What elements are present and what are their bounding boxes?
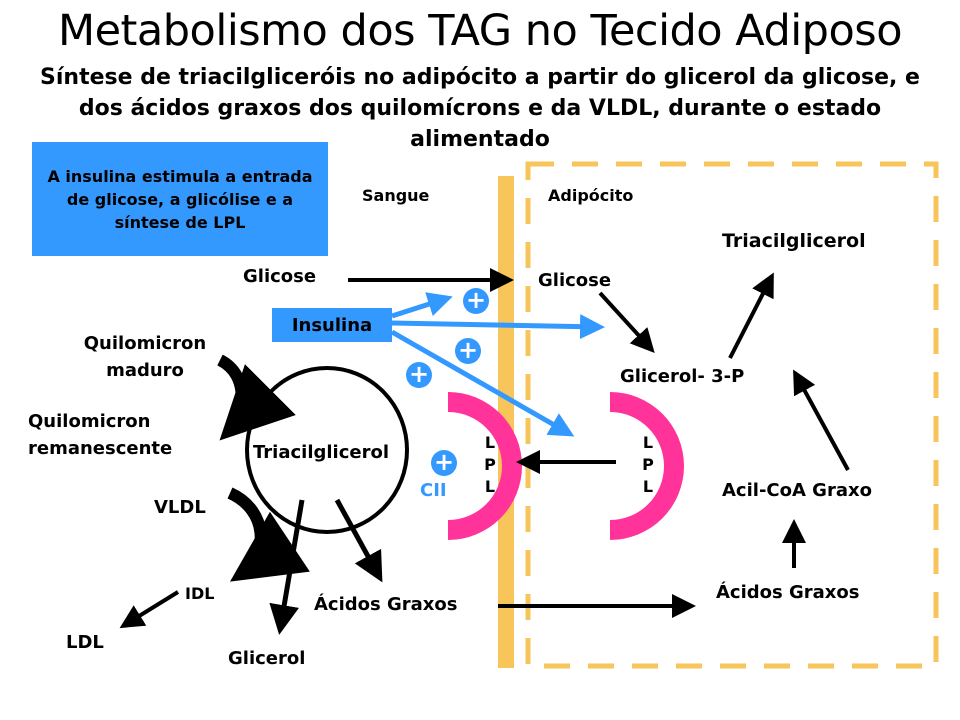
label-glicerol-3p: Glicerol- 3-P xyxy=(620,366,745,387)
lpl-letter: P xyxy=(484,455,496,474)
vldl-conversion-arrow xyxy=(227,487,310,582)
page-title: Metabolismo dos TAG no Tecido Adiposo xyxy=(58,6,903,56)
label-triacilglicerol-cell: Triacilglicerol xyxy=(722,230,866,252)
adipocyte-region xyxy=(525,161,939,669)
plus-sign-4: + xyxy=(431,450,457,476)
arrow-tag-to-glycerol xyxy=(269,499,305,635)
label-ldl: LDL xyxy=(66,632,104,653)
lpl-letter: L xyxy=(642,433,654,452)
lpl-crescent-adipocyte xyxy=(610,392,684,540)
plus-sign-1: + xyxy=(463,288,489,314)
label-line: Quilomicron xyxy=(28,411,151,432)
label-triacilglicerol-blood: Triacilglicerol xyxy=(253,442,390,463)
plus-sign-2: + xyxy=(455,338,481,364)
label-quilomicron-maduro: Quilomicron maduro xyxy=(60,330,230,384)
insulin-info-box: A insulina estimula a entrada de glicose… xyxy=(32,142,328,256)
lpl-crescent-blood xyxy=(448,392,522,540)
label-glicose-cell: Glicose xyxy=(538,270,612,291)
arrow-glucose-to-g3p xyxy=(598,291,655,353)
label-line: remanescente xyxy=(28,438,173,459)
label-sangue: Sangue xyxy=(362,186,430,205)
arrow-insulin-up xyxy=(391,292,453,319)
arrow-g3p-to-tag xyxy=(728,272,774,359)
arrow-tag-to-fatty-acids xyxy=(334,498,383,583)
arrow-insulin-right xyxy=(391,314,605,340)
label-acil-coa-graxo: Acil-CoA Graxo xyxy=(722,480,872,501)
label-vldl: VLDL xyxy=(154,497,206,518)
lpl-letter: L xyxy=(484,477,496,496)
label-line: Quilomicron xyxy=(83,333,207,354)
lpl-letter: L xyxy=(642,477,654,496)
subtitle: Síntese de triacilgliceróis no adipócito… xyxy=(40,65,920,152)
lpl-label-adipocyte: L P L xyxy=(640,432,656,498)
arrow-acylcoa-to-tag xyxy=(793,369,850,471)
plus-sign-3: + xyxy=(406,362,432,388)
label-glicose-blood: Glicose xyxy=(243,266,317,287)
chylomicron-conversion-arrow xyxy=(216,354,296,441)
label-idl: IDL xyxy=(185,584,215,603)
label-quilomicron-remanescente: Quilomicron remanescente xyxy=(28,408,172,462)
label-acidos-graxos-cell: Ácidos Graxos xyxy=(716,582,860,603)
lpl-label-blood: L P L xyxy=(482,432,498,498)
label-line: maduro xyxy=(106,360,184,381)
label-adipocito: Adipócito xyxy=(548,186,634,205)
arrow-idl-to-ldl xyxy=(119,590,180,629)
label-acidos-graxos-blood: Ácidos Graxos xyxy=(314,594,458,615)
insulina-box: Insulina xyxy=(272,308,392,342)
lpl-letter: P xyxy=(642,455,654,474)
label-glicerol: Glicerol xyxy=(228,648,306,669)
label-cii: CII xyxy=(420,480,447,501)
lpl-letter: L xyxy=(484,433,496,452)
arrow-insulin-down xyxy=(390,329,575,437)
